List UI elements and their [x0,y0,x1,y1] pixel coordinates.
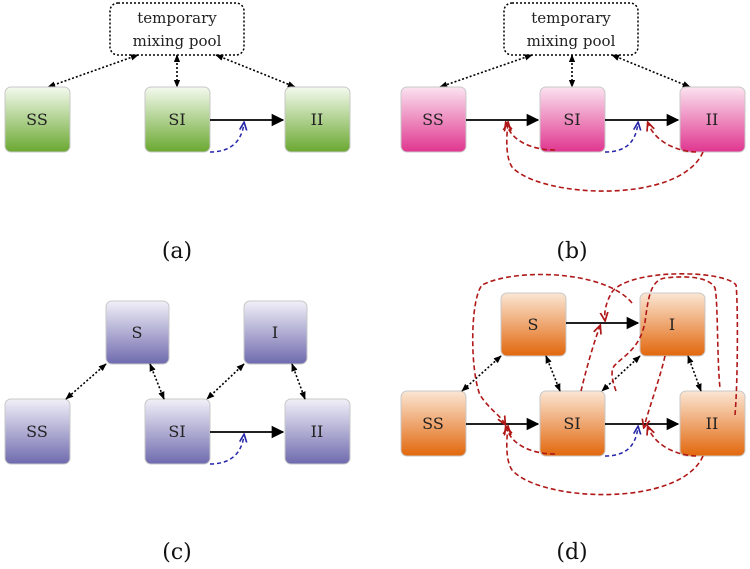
pool-label-line2-a: mixing pool [133,32,222,50]
node-ss-label-a: SS [26,110,48,129]
node-ss-c [4,398,71,465]
blue-catalysis-c [209,435,244,465]
red-ii-to-si-arrow-d [648,427,697,457]
caption-a: (a) [162,239,192,264]
link-pool-ss-a [47,54,139,88]
blue-catalysis-d [604,427,638,457]
node-s-label-d: S [528,315,539,334]
panel-a: temporary mixing pool SS SI II [4,2,351,153]
caption-c: (c) [162,540,192,565]
node-si-label-c: SI [168,422,185,441]
red-ii-to-ss-arrow-d [507,427,704,496]
node-ss-label-d: SS [422,414,444,433]
node-i-label-d: I [669,315,675,334]
node-s-d [500,292,567,357]
node-ii-c [284,398,351,465]
node-ii-label-a: II [311,110,324,129]
node-ss-label-c: SS [26,422,48,441]
node-ii-label-c: II [311,422,324,441]
link-s-si-c [149,363,165,400]
node-s-c [105,300,170,365]
node-si-label-d: SI [563,414,580,433]
node-s-label-c: S [132,323,143,342]
node-si-label-a: SI [168,110,185,129]
red-ii-to-ss-arrow-b [507,123,704,192]
red-ii-to-si-arrow-b [648,123,697,153]
link-s-si-d [545,355,561,392]
link-s-ss-d [461,355,502,392]
node-ii-label-d: II [706,414,719,433]
caption-d: (d) [556,540,587,565]
node-ii-b [679,86,746,153]
node-ii-a [284,86,351,153]
link-i-ii-d [687,355,702,392]
pool-label-line1-a: temporary [137,9,217,27]
link-pool-ss-b [439,54,533,88]
blue-catalysis-a [209,123,244,153]
link-i-si-c [206,363,245,400]
pool-label-line1-b: temporary [531,9,611,27]
node-si-label-b: SI [563,110,580,129]
link-i-ii-c [291,363,306,400]
caption-b: (b) [556,239,587,264]
node-ii-d [679,390,746,457]
node-i-c [243,300,308,365]
red-si-to-s-arrow-d [580,326,600,392]
panel-d: S I SS SI II [400,273,746,496]
panel-c: S I SS SI II [4,300,351,465]
node-i-d [639,292,706,357]
link-pool-ii-b [611,54,691,88]
panel-b: temporary mixing pool SS SI II [400,2,746,192]
red-i-to-ss-arrow-d [471,273,633,424]
red-si-to-ii-loop-d [611,276,721,392]
node-i-label-c: I [272,323,278,342]
link-pool-ii-a [215,54,296,88]
blue-catalysis-b [604,123,638,153]
link-i-si-d [601,355,641,392]
link-s-ss-c [65,363,107,400]
node-ss-a [4,86,71,153]
node-ss-label-b: SS [422,110,444,129]
red-i-to-si-arrow-d [644,355,666,427]
pool-label-line2-b: mixing pool [527,32,616,50]
node-ii-label-b: II [706,110,719,129]
